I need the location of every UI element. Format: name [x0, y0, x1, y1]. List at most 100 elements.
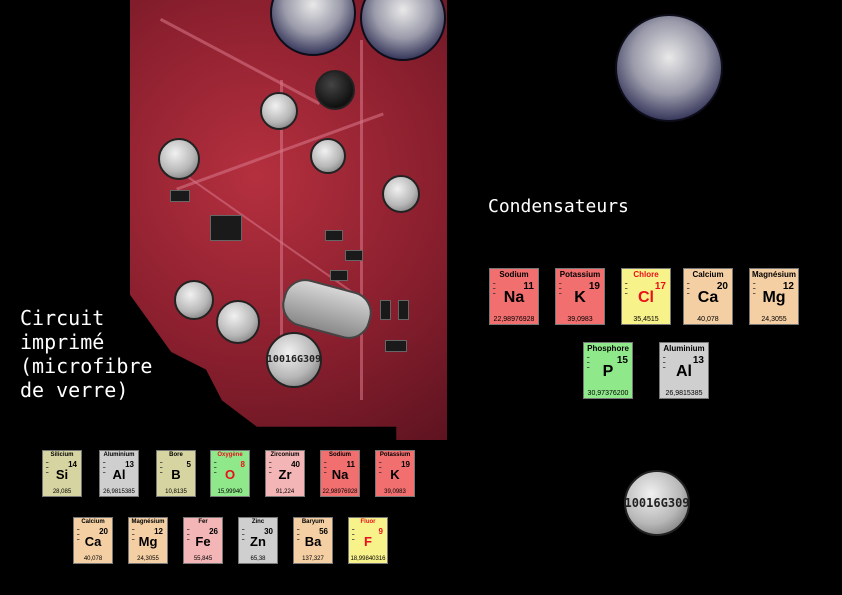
element-number: 26: [209, 527, 218, 536]
element-name: Fer: [198, 519, 208, 525]
element-fine-print-decoration: ━━━: [214, 460, 217, 475]
element-mass: 24,3055: [761, 316, 787, 323]
pcb-title: Circuit imprimé (microfibre de verre): [20, 306, 152, 402]
pcb-title-line: de verre): [20, 378, 129, 402]
element-mass: 39,0983: [384, 489, 406, 495]
element-name: Fluor: [360, 519, 376, 525]
element-symbol: Mg: [138, 534, 158, 549]
element-number: 12: [782, 281, 794, 292]
element-name: Calcium: [81, 519, 105, 525]
element-number: 19: [401, 460, 410, 469]
element-fine-print-decoration: ━━━: [77, 527, 80, 542]
cap-marking-voltage: 16G: [284, 354, 304, 365]
element-number: 8: [240, 460, 245, 469]
element-symbol: Fe: [195, 534, 211, 549]
element-symbol: Al: [676, 363, 692, 380]
element-fine-print-decoration: ━━━: [379, 460, 382, 475]
capacitors-title: Condensateurs: [488, 196, 629, 217]
element-mass: 22,98976928: [493, 316, 535, 323]
cap-voltage-label: 16G: [646, 496, 668, 510]
element-number: 5: [186, 460, 191, 469]
element-name: Zirconium: [270, 452, 300, 458]
element-mass: 18,99840316: [350, 556, 386, 562]
element-fine-print-decoration: ━━━: [269, 460, 272, 475]
element-name: Sodium: [499, 270, 529, 279]
element-name: Baryum: [301, 519, 325, 525]
element-fine-print-decoration: ━━━: [625, 281, 628, 296]
element-name: Aluminium: [663, 344, 705, 353]
pcb-title-line: (microfibre: [20, 354, 153, 378]
element-number: 20: [99, 527, 108, 536]
element-mass: 40,078: [697, 316, 719, 323]
element-symbol: Zr: [278, 467, 292, 482]
element-name: Oxygène: [217, 452, 243, 458]
element-number: 30: [264, 527, 273, 536]
element-symbol: F: [364, 534, 372, 549]
element-name: Phosphore: [587, 344, 629, 353]
element-mass: 26,9815385: [103, 489, 135, 495]
element-fine-print-decoration: ━━━: [587, 355, 590, 370]
element-symbol: O: [224, 467, 236, 482]
element-symbol: Cl: [638, 289, 654, 306]
pcb-title-line: Circuit: [20, 306, 105, 330]
element-mass: 39,0983: [567, 316, 593, 323]
element-name: Potassium: [559, 270, 601, 279]
element-mass: 24,3055: [137, 556, 159, 562]
element-number: 14: [68, 460, 77, 469]
element-mass: 30,97376200: [587, 390, 629, 397]
element-fine-print-decoration: ━━━: [103, 460, 106, 475]
element-name: Magnésium: [131, 519, 165, 525]
element-number: 11: [346, 460, 355, 469]
element-fine-print-decoration: ━━━: [132, 527, 135, 542]
element-number: 56: [319, 527, 328, 536]
element-symbol: Al: [112, 467, 126, 482]
element-mass: 40,078: [83, 556, 103, 562]
capacitor-100-16g: 100 16G 309: [624, 470, 690, 536]
element-symbol: Ca: [697, 289, 719, 306]
element-mass: 10,8135: [165, 489, 187, 495]
element-name: Potassium: [379, 452, 411, 458]
cap-code-label: 309: [667, 496, 690, 510]
element-name: Sodium: [329, 452, 351, 458]
element-number: 17: [654, 281, 666, 292]
element-mass: 22,98976928: [322, 489, 358, 495]
element-number: 20: [716, 281, 728, 292]
circuit-board-photo: 100 16G 309: [130, 0, 447, 440]
element-fine-print-decoration: ━━━: [242, 527, 245, 542]
element-symbol: Mg: [762, 289, 786, 306]
element-number: 12: [154, 527, 163, 536]
element-number: 13: [692, 355, 704, 366]
element-symbol: B: [171, 467, 181, 482]
element-mass: 35,4515: [633, 316, 659, 323]
element-symbol: Zn: [250, 534, 266, 549]
element-symbol: Si: [55, 467, 69, 482]
cap-value-label: 100: [624, 496, 647, 510]
capacitor-22-16g: [260, 92, 298, 130]
element-number: 19: [588, 281, 600, 292]
element-name: Bore: [169, 452, 183, 458]
element-symbol: Ba: [304, 534, 322, 549]
capacitor-100-16g-pcb: 100 16G 309: [266, 332, 322, 388]
element-mass: 55,845: [193, 556, 213, 562]
element-name: Magnésium: [751, 270, 796, 279]
element-number: 9: [378, 527, 383, 536]
element-mass: 137,327: [302, 556, 324, 562]
element-mass: 28,085: [52, 489, 72, 495]
pcb-title-line: imprimé: [20, 330, 105, 354]
capacitor-top-view: [615, 14, 723, 122]
element-mass: 65,38: [250, 556, 266, 562]
element-mass: 26,9815385: [665, 390, 703, 397]
element-fine-print-decoration: ━━━: [493, 281, 496, 296]
element-fine-print-decoration: ━━━: [559, 281, 562, 296]
element-fine-print-decoration: ━━━: [753, 281, 756, 296]
